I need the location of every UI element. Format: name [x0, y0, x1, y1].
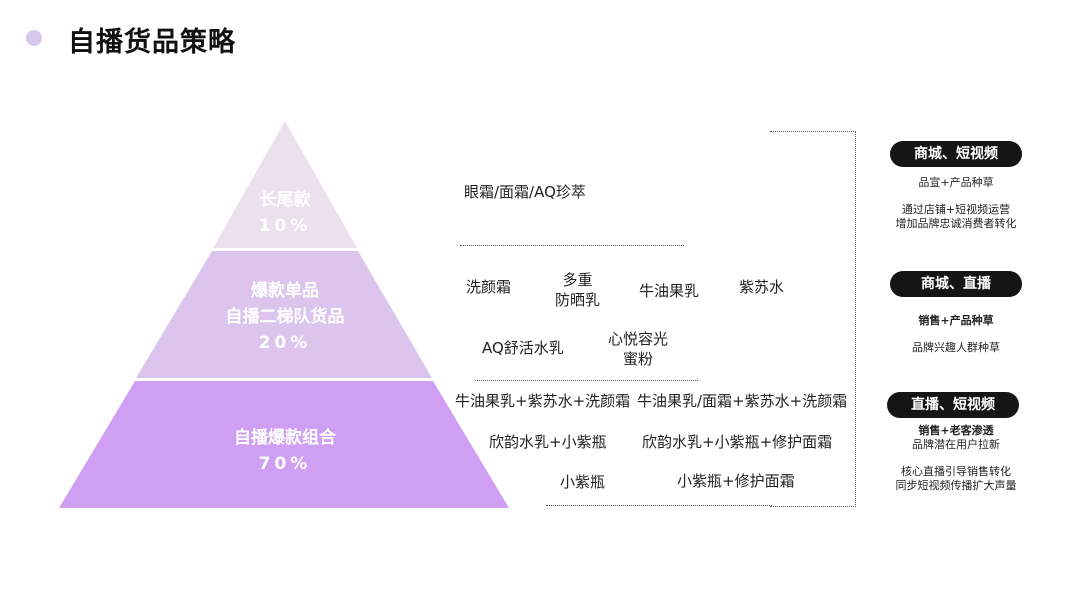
product-tier3-item: 小紫瓶 — [560, 473, 606, 491]
tier-bottom-name: 自播爆款组合 — [234, 428, 336, 448]
channel-note: 品牌兴趣人群种草 — [912, 341, 1000, 354]
channel-pill: 商城、短视频 — [890, 141, 1022, 167]
divider-tier2 — [475, 380, 698, 381]
product-line: 蜜粉 — [623, 350, 654, 368]
product-tier3-item: 欣韵水乳+小紫瓶 — [489, 433, 607, 451]
product-line: 多重 — [562, 271, 593, 289]
channel-note: 同步短视频传播扩大声量 — [895, 479, 1017, 492]
product-line: 心悦容光 — [608, 330, 669, 348]
channel-note: 增加品牌忠诚消费者转化 — [895, 217, 1017, 230]
channel-note: 销售+老客渗透 — [918, 424, 994, 437]
tier-middle-percent: 20% — [258, 333, 312, 353]
divider-tier1 — [460, 245, 684, 246]
product-tier3-item: 牛油果乳+紫苏水+洗颜霜 — [455, 392, 631, 410]
product-tier1-item: 眼霜/面霜/AQ珍萃 — [464, 183, 586, 201]
product-tier3-item: 小紫瓶+修护面霜 — [677, 472, 795, 490]
tier-top-label: 长尾款 10% — [205, 187, 365, 239]
bracket — [770, 131, 856, 507]
product-tier2-item: 多重 防晒乳 — [555, 270, 600, 310]
tier-middle-label: 爆款单品 自播二梯队货品 20% — [185, 278, 385, 356]
page-title: 自播货品策略 — [68, 27, 236, 58]
channel-note: 销售+产品种草 — [918, 314, 994, 327]
product-tier2-item: 紫苏水 — [739, 278, 785, 296]
channel-note: 品牌潜在用户拉新 — [912, 438, 1000, 451]
pyramid-tier-bottom — [59, 381, 509, 508]
product-tier2-item: 洗颜霜 — [466, 278, 512, 296]
product-tier3-item: 牛油果乳/面霜+紫苏水+洗颜霜 — [637, 392, 848, 410]
tier-top-name: 长尾款 — [259, 190, 311, 210]
tier-middle-name-1: 爆款单品 — [251, 281, 319, 301]
product-tier3-item: 欣韵水乳+小紫瓶+修护面霜 — [642, 433, 833, 451]
product-line: 防晒乳 — [555, 291, 601, 309]
title-bullet — [26, 30, 42, 46]
bracket-extension — [546, 505, 772, 506]
channel-pill: 商城、直播 — [890, 271, 1022, 297]
tier-top-percent: 10% — [258, 216, 312, 236]
pyramid-tier-middle — [136, 251, 432, 378]
product-tier2-item: 心悦容光 蜜粉 — [608, 329, 668, 369]
tier-bottom-percent: 70% — [258, 454, 312, 474]
channel-note: 核心直播引导销售转化 — [901, 465, 1011, 478]
channel-pill: 直播、短视频 — [887, 392, 1019, 418]
tier-bottom-label: 自播爆款组合 70% — [185, 425, 385, 477]
tier-middle-name-2: 自播二梯队货品 — [225, 307, 345, 327]
channel-note: 通过店铺+短视频运营 — [901, 203, 1011, 216]
product-tier2-item: AQ舒活水乳 — [482, 339, 564, 357]
product-tier2-item: 牛油果乳 — [639, 282, 700, 300]
channel-note: 品宣+产品种草 — [918, 176, 994, 189]
pyramid-tier-top — [213, 121, 357, 248]
